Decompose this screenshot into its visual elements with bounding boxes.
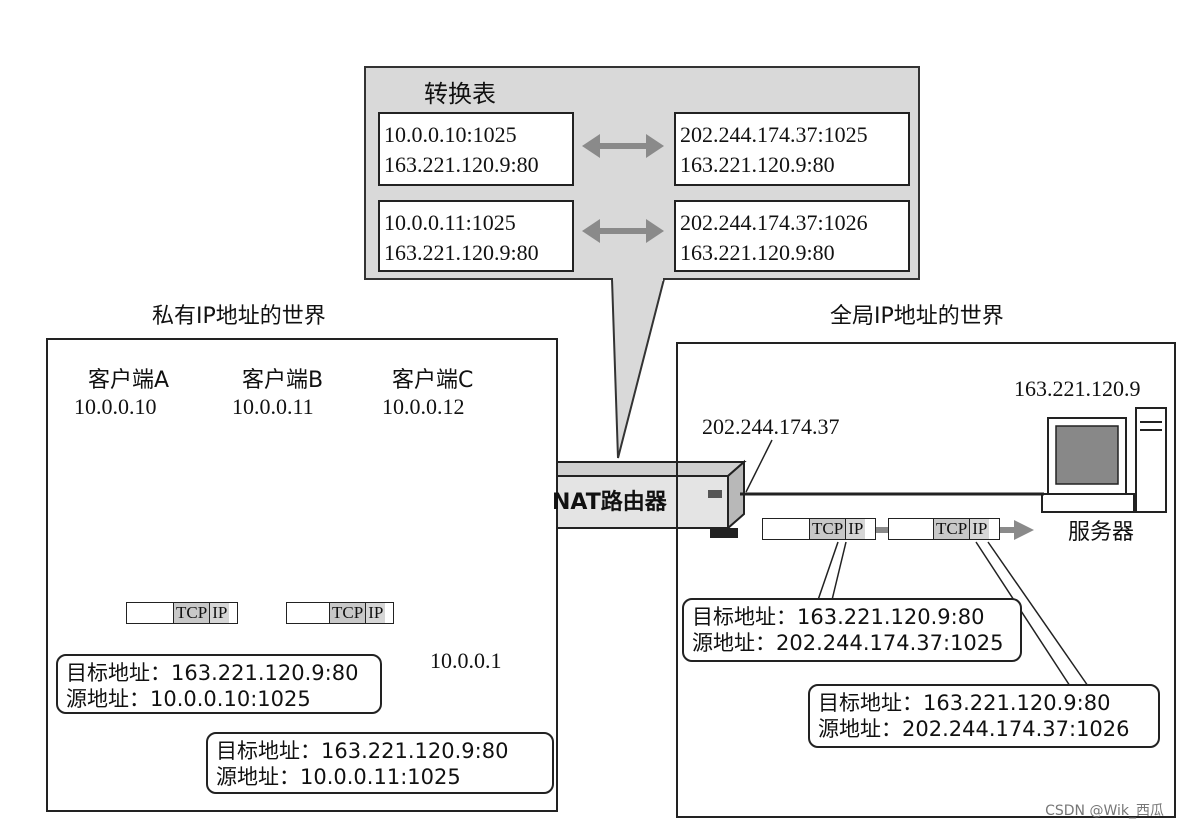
client-b-ip: 10.0.0.11 [232,394,314,419]
table-row2-private-line1: 10.0.0.11:1025 [384,210,516,235]
client-a-name: 客户端A [88,368,170,393]
packet-tcp-header: TCP [330,603,367,623]
packet-2-address-info: 目标地址：163.221.120.9:80 源地址：202.244.174.37… [808,684,1160,748]
table-row1-private-line1: 10.0.0.10:1025 [384,122,517,147]
packet-b-destination: 目标地址：163.221.120.9:80 [216,739,509,763]
packet-tcp-header: TCP [810,519,847,539]
packet-ip-header: IP [366,603,386,623]
packet-ip-header: IP [846,519,866,539]
table-row1-global-line2: 163.221.120.9:80 [680,152,835,177]
server-computer-icon [1041,407,1167,513]
translation-table-title: 转换表 [424,80,496,108]
packet-ip-header: IP [970,519,990,539]
client-c-ip: 10.0.0.12 [382,394,465,419]
global-world-region [676,342,1176,818]
client-a-ip: 10.0.0.10 [74,394,157,419]
server-label: 服务器 [1068,520,1135,545]
global-packet-callout-lines [817,541,1089,687]
table-row1-private: 10.0.0.10:1025 163.221.120.9:80 [378,112,574,186]
private-packet-a: TCP IP [126,602,238,624]
table-row2-global-line1: 202.244.174.37:1026 [680,210,868,235]
table-row2-double-arrow-icon [582,219,664,243]
packet-tcp-header: TCP [174,603,211,623]
table-row1-global: 202.244.174.37:1025 163.221.120.9:80 [674,112,910,186]
packet-b-address-info: 目标地址：163.221.120.9:80 源地址：10.0.0.11:1025 [206,732,554,794]
packet-1-address-info: 目标地址：163.221.120.9:80 源地址：202.244.174.37… [682,598,1022,662]
global-packet-2: TCP IP [888,518,1000,540]
client-b-name: 客户端B [242,368,324,393]
global-packet-1: TCP IP [762,518,876,540]
table-row2-global-line2: 163.221.120.9:80 [680,240,835,265]
table-row1-private-line2: 163.221.120.9:80 [384,152,539,177]
callout-pointer [611,277,665,459]
global-world-label: 全局IP地址的世界 [830,304,1004,329]
table-row1-double-arrow-icon [582,134,664,158]
private-packet-b: TCP IP [286,602,394,624]
packet-tcp-header: TCP [934,519,971,539]
packet-1-destination: 目标地址：163.221.120.9:80 [692,605,985,629]
packet-2-destination: 目标地址：163.221.120.9:80 [818,691,1111,715]
global-packet-flow-arrow [876,520,1034,540]
private-world-label: 私有IP地址的世界 [152,304,326,329]
watermark: CSDN @Wik_西瓜 [1045,803,1164,819]
packet-a-source: 源地址：10.0.0.10:1025 [66,687,311,711]
router-lan-ip: 10.0.0.1 [430,648,502,673]
packet-2-source: 源地址：202.244.174.37:1026 [818,717,1130,741]
client-c-name: 客户端C [392,368,474,393]
packet-a-destination: 目标地址：163.221.120.9:80 [66,661,359,685]
router-global-ip: 202.244.174.37 [702,414,840,439]
table-row2-global: 202.244.174.37:1026 163.221.120.9:80 [674,200,910,272]
translation-table-panel: 转换表 10.0.0.10:1025 163.221.120.9:80 202.… [364,66,920,280]
nat-router-label: NAT路由器 [552,490,667,515]
table-row2-private: 10.0.0.11:1025 163.221.120.9:80 [378,200,574,272]
packet-b-source: 源地址：10.0.0.11:1025 [216,765,461,789]
packet-1-source: 源地址：202.244.174.37:1025 [692,631,1004,655]
packet-ip-header: IP [210,603,230,623]
table-row2-private-line2: 163.221.120.9:80 [384,240,539,265]
table-row1-global-line1: 202.244.174.37:1025 [680,122,868,147]
server-ip: 163.221.120.9 [1014,376,1141,401]
packet-a-address-info: 目标地址：163.221.120.9:80 源地址：10.0.0.10:1025 [56,654,382,714]
global-ip-pointer [745,439,773,493]
